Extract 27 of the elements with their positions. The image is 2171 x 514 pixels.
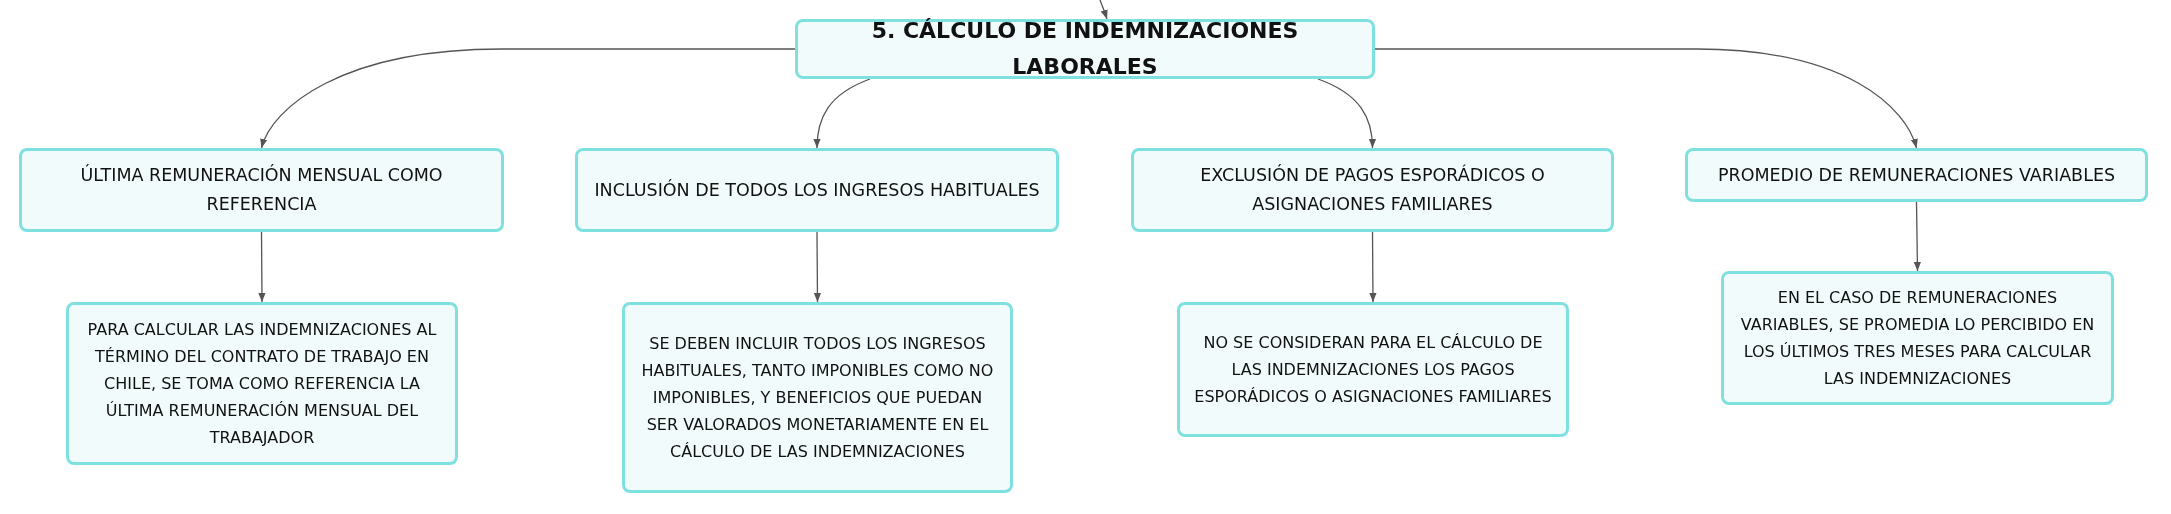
node-text: PROMEDIO DE REMUNERACIONES VARIABLES xyxy=(1717,163,2116,187)
node-text: SE DEBEN INCLUIR TODOS LOS INGRESOS HABITUALES, TANTO IMPONIBLES COMO NO IMPONIBLES, Y BENEFICIOS QUE PUEDAN SER VALORADOS MONETARIAMENTE EN EL CÁLCULO DE LAS INDEMNIZACIONES xyxy=(640,332,995,464)
connector-arrow xyxy=(1913,201,1921,272)
connector-arrow xyxy=(1099,0,1108,20)
connector-arrow xyxy=(813,78,871,149)
connector-arrow xyxy=(260,48,796,149)
description-box xyxy=(66,302,458,465)
connector-arrow xyxy=(1317,78,1376,149)
connector-arrow xyxy=(1369,231,1377,303)
topic-box xyxy=(1685,148,2148,202)
title-box xyxy=(795,19,1375,79)
topic-box xyxy=(1131,148,1614,232)
description-box xyxy=(1721,271,2114,405)
node-text: NO SE CONSIDERAN PARA EL CÁLCULO DE LAS INDEMNIZACIONES LOS PAGOS ESPORÁDICOS O ASIGNACIONES FAMILIARES xyxy=(1194,331,1552,409)
node-text: ÚLTIMA REMUNERACIÓN MENSUAL COMO REFERENCIA xyxy=(79,163,444,216)
node-text: 5. CÁLCULO DE INDEMNIZACIONES LABORALES xyxy=(870,16,1300,81)
node-text: PARA CALCULAR LAS INDEMNIZACIONES AL TÉRMINO DEL CONTRATO DE TRABAJO EN CHILE, SE TOMA COMO REFERENCIA LA ÚLTIMA REMUNERACIÓN MENSUAL DEL TRABAJADOR xyxy=(86,318,438,450)
description-box xyxy=(1177,302,1569,437)
connector-arrow xyxy=(1374,48,1918,149)
topic-box xyxy=(19,148,504,232)
connector-arrow xyxy=(813,231,822,303)
connector-arrow xyxy=(258,231,266,303)
node-text: EXCLUSIÓN DE PAGOS ESPORÁDICOS O ASIGNACIONES FAMILIARES xyxy=(1199,163,1546,216)
description-box xyxy=(622,302,1013,493)
topic-box xyxy=(575,148,1059,232)
node-text: INCLUSIÓN DE TODOS LOS INGRESOS HABITUALES xyxy=(594,178,1040,202)
node-text: EN EL CASO DE REMUNERACIONES VARIABLES, SE PROMEDIA LO PERCIBIDO EN LOS ÚLTIMOS TRES MESES PARA CALCULAR LAS INDEMNIZACIONES xyxy=(1739,286,2096,391)
